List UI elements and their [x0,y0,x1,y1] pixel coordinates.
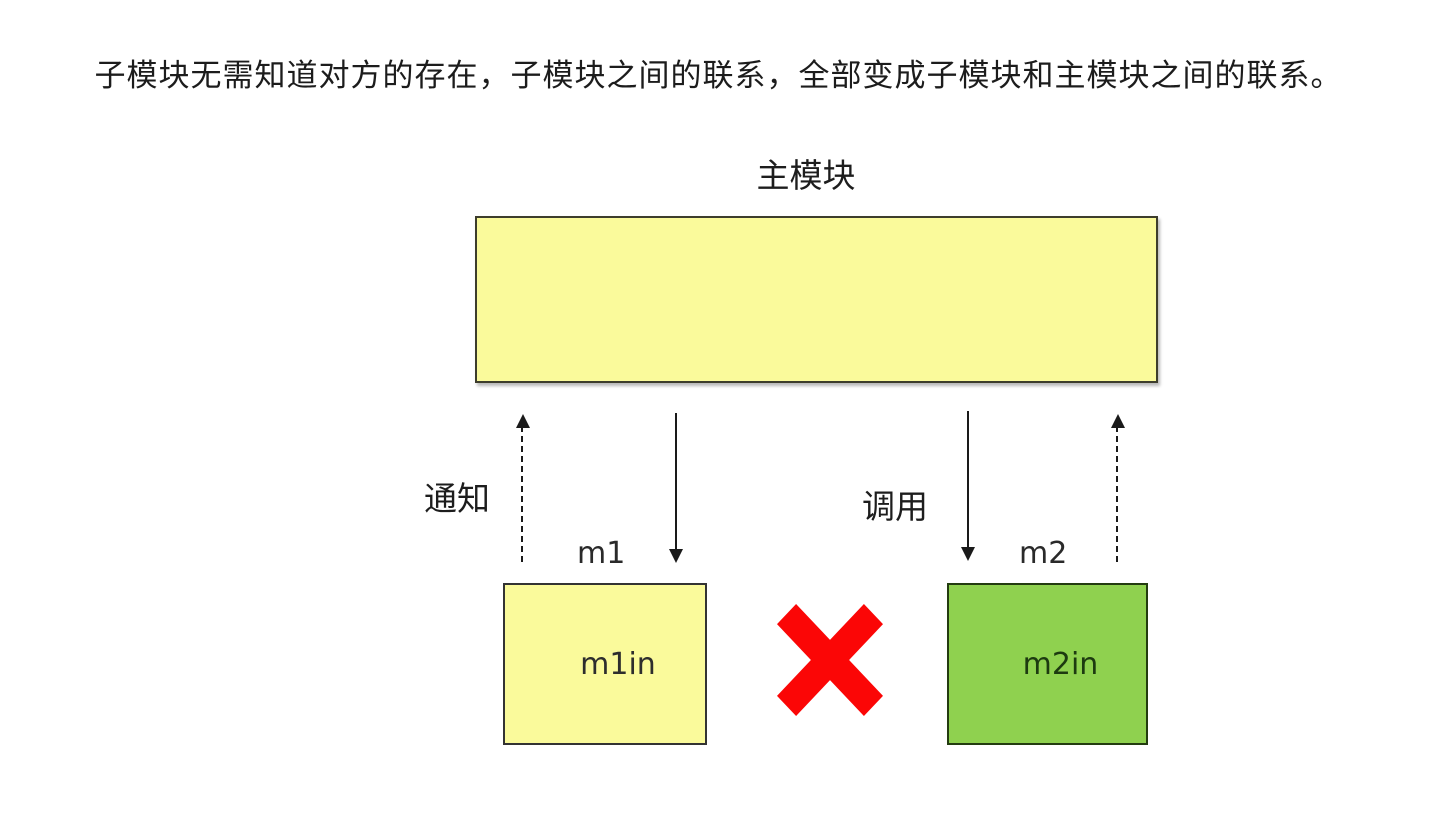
m2-submodule-box: m2in [947,583,1148,745]
solid-arrow-shaft [967,411,969,548]
arrow-down-head-icon [961,547,975,561]
notify-label: 通知 [424,479,490,518]
m2-box-text: m2in [1022,646,1099,682]
arrow-up-head-icon [516,414,530,428]
main-module-box [475,216,1158,383]
arrow-up-head-icon [1111,414,1125,428]
m2-dashed-up-arrow [1110,414,1126,564]
arrow-down-head-icon [669,549,683,563]
call-label: 调用 [862,487,928,526]
caption-text: 子模块无需知道对方的存在，子模块之间的联系，全部变成子模块和主模块之间的联系。 [94,58,1343,94]
main-to-m1-solid-down-arrow [668,413,684,563]
main-to-m2-solid-down-arrow [960,411,976,561]
red-x-icon [777,604,883,716]
m1-submodule-box: m1in [503,583,707,745]
dashed-arrow-shaft [521,426,523,562]
m1-box-text: m1in [580,646,656,682]
m1-module-label: m1 [577,536,626,571]
notify-dashed-up-arrow [515,414,531,564]
solid-arrow-shaft [675,413,677,550]
m2-module-label: m2 [1019,536,1068,571]
dashed-arrow-shaft [1116,426,1118,562]
main-module-label: 主模块 [756,156,856,195]
